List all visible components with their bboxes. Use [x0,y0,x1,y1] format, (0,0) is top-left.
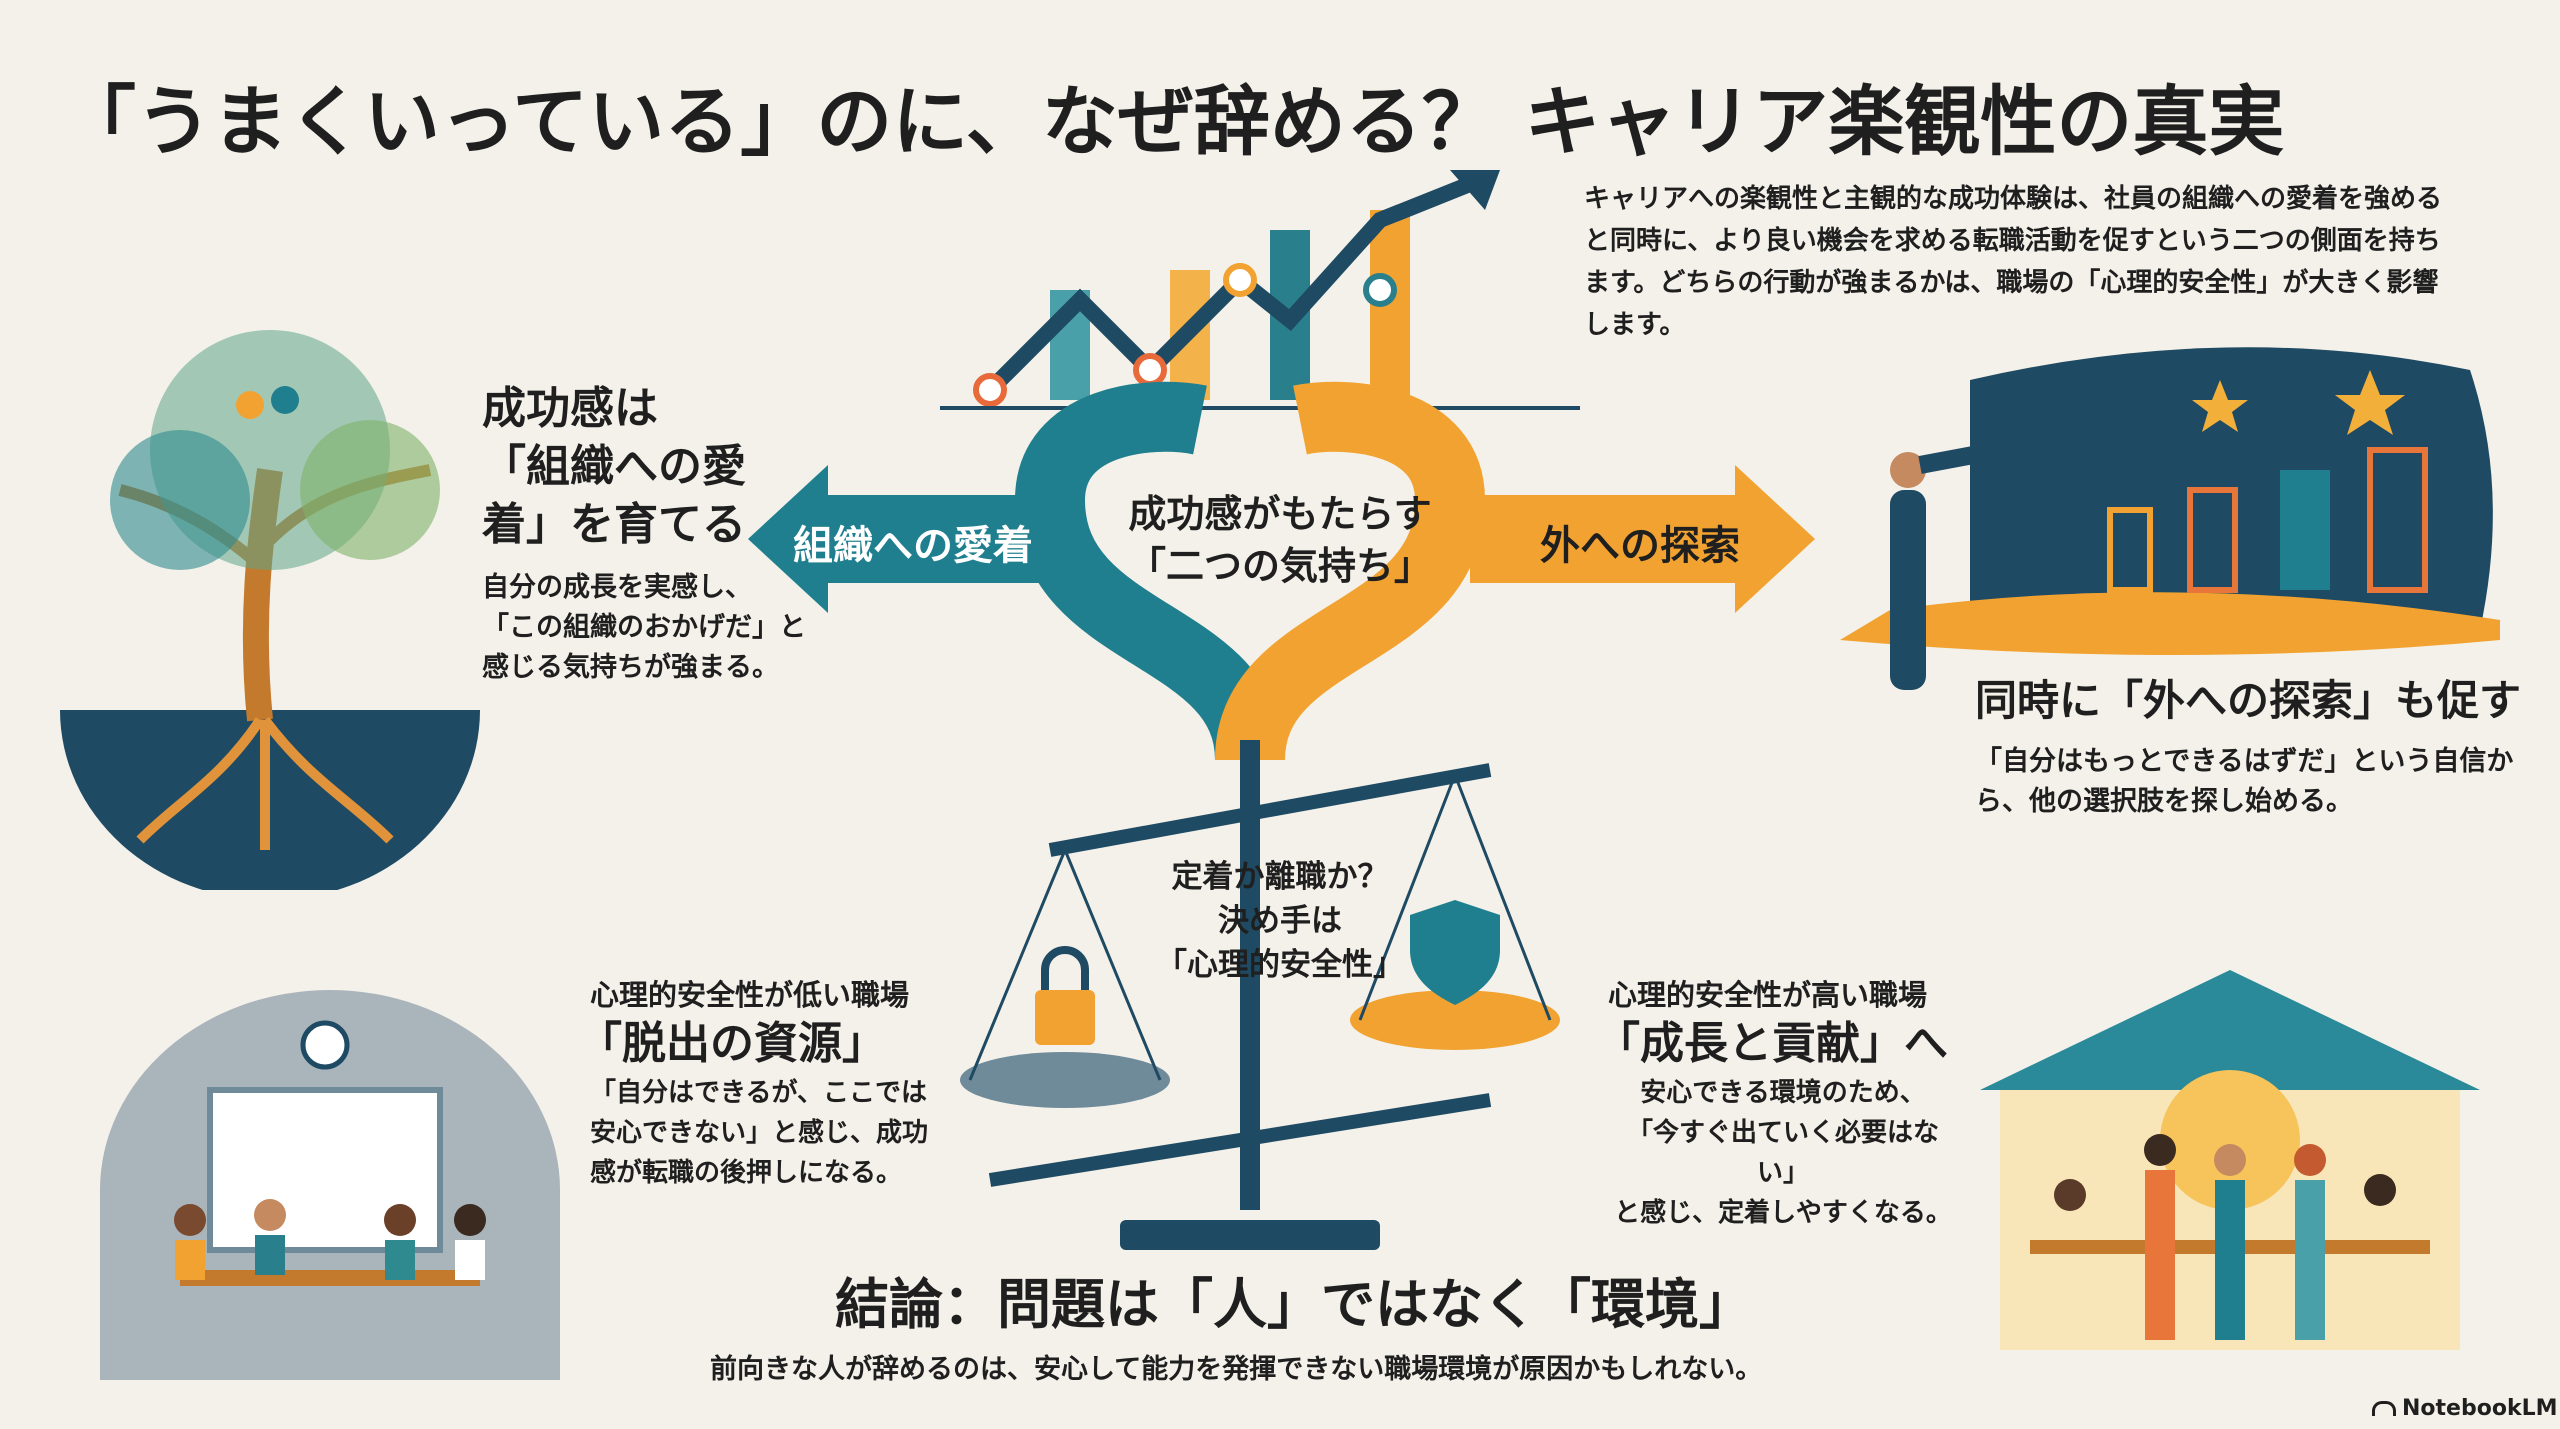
low-safety-section: 心理的安全性が低い職場 「脱出の資源」 「自分はできるが、ここでは 安心できない… [578,975,928,1193]
high-desc-line: 安心できる環境のため、 [1640,1078,1926,1108]
two-feelings-label: 成功感がもたらす 「二つの気持ち」 [1100,488,1460,592]
left-desc-line: 自分の成長を実感し、 [482,572,752,603]
arrow-attachment: 組織への愛着 [748,465,1068,613]
right-heading: 同時に「外への探索」も促す [1975,676,2522,725]
conclusion-description: 前向きな人が辞めるのは、安心して能力を発揮できない職場環境が原因かもしれない。 [710,1354,1763,1385]
two-feelings-line: 「二つの気持ち」 [1127,544,1432,588]
notebooklm-logo-icon [2372,1401,2396,1416]
high-safety-subtitle: 心理的安全性が高い職場 [1608,978,1928,1012]
right-description: 「自分はもっとできるはずだ」という自信か ら、他の選択肢を探し始める。 [1975,742,2535,822]
balance-line: 定着か離職か？ [1171,859,1389,895]
left-heading-line: 成功感は [482,383,658,434]
arrow-exploration: 外への探索 [1470,465,1815,613]
high-desc-line: と感じ、定着しやすくなる。 [1614,1198,1952,1228]
left-description: 自分の成長を実感し、 「この組織のおかげだ」と 感じる気持ちが強まる。 [482,568,806,688]
balance-label: 定着か離職か？ 決め手は 「心理的安全性」 [1135,855,1425,987]
low-desc-line: 安心できない」と感じ、成功 [590,1118,929,1148]
right-desc-line: ら、他の選択肢を探し始める。 [1975,786,2353,817]
tree-illustration [60,330,480,890]
telescope-illustration [1840,347,2500,690]
arrow-label-attachment: 組織への愛着 [793,523,1033,569]
left-desc-line: 感じる気持ちが強まる。 [482,652,779,683]
low-safety-subtitle: 心理的安全性が低い職場 [590,978,910,1012]
two-feelings-line: 成功感がもたらす [1128,492,1432,536]
right-desc-line: 「自分はもっとできるはずだ」という自信か [1975,746,2514,777]
high-safety-heading: 「成長と貢献」へ [1596,1018,1948,1069]
growth-chart-illustration [940,170,1580,410]
low-safety-heading: 「脱出の資源」 [578,1018,886,1069]
high-safety-section: 心理的安全性が高い職場 「成長と貢献」へ 安心できる環境のため、 「今すぐ出てい… [1596,975,1958,1233]
scale-illustration [960,381,1560,1250]
high-desc-line: 「今すぐ出ていく必要はない」 [1626,1118,1939,1188]
high-safety-office-illustration [1980,970,2480,1350]
left-desc-line: 「この組織のおかげだ」と [482,612,806,643]
low-safety-description: 「自分はできるが、ここでは 安心できない」と感じ、成功 感が転職の後押しになる。 [590,1073,928,1193]
high-safety-description: 安心できる環境のため、 「今すぐ出ていく必要はない」 と感じ、定着しやすくなる。 [1608,1073,1958,1233]
balance-line: 「心理的安全性」 [1156,947,1404,983]
conclusion-heading: 結論：問題は「人」ではなく「環境」 [835,1273,1753,1336]
left-heading-line: 「組織への愛 [482,441,746,492]
balance-line: 決め手は [1218,903,1342,939]
brand-watermark: NotebookLM [2372,1396,2557,1421]
left-heading-line: 着」を育てる [482,499,746,550]
page-title: 「うまくいっている」のに、なぜ辞める？ キャリア楽観性の真実 [60,77,2285,166]
left-heading: 成功感は 「組織への愛 着」を育てる [482,380,746,554]
brand-label: NotebookLM [2402,1396,2558,1421]
intro-text: キャリアへの楽観性と主観的な成功体験は、社員の組織への愛着を強めると同時に、より… [1584,184,2443,340]
low-safety-office-illustration [100,990,560,1380]
arrow-label-exploration: 外への探索 [1540,523,1740,569]
low-desc-line: 感が転職の後押しになる。 [590,1158,903,1188]
low-desc-line: 「自分はできるが、ここでは [590,1078,927,1108]
